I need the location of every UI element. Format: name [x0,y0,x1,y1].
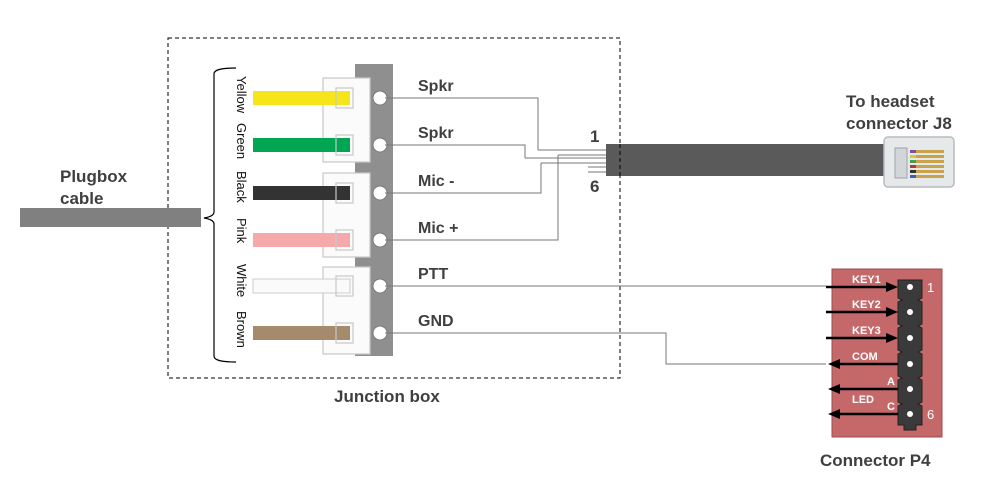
wire-insulation [253,138,350,152]
wire-white: White PTT [234,264,448,297]
terminal-screw [372,185,388,201]
pin-hole [907,386,913,392]
arrow-head-right-icon [886,282,898,292]
wire-insulation [252,278,351,294]
wire-brown: Brown GND [234,311,454,348]
plugbox-label-2: cable [60,189,103,208]
crimp-slot [335,182,354,204]
pin-label: A [887,376,895,388]
crimp-slot [335,134,354,156]
headset-cable [606,144,892,176]
wire-signal-label: Mic + [418,220,458,237]
connector-p4-board [831,268,943,438]
crimp-slot [335,275,354,297]
pin-hole [907,284,913,290]
arrow-head-left-icon [828,359,840,369]
brace [203,67,237,363]
p4-pin-c: C [828,401,913,419]
p4-pin-number-6: 6 [927,407,934,422]
pin-label: KEY2 [852,299,881,311]
wire-color-label: Black [234,171,249,203]
terminal-screw [372,325,388,341]
headset-pin-1: 1 [590,127,599,146]
wire-color-label: Brown [234,311,249,348]
pin-label: COM [852,351,878,363]
headset-label-2: connector J8 [846,114,952,133]
arrow-head-left-icon [828,384,840,394]
p4-pin-com: COM [828,351,913,369]
terminal-screw [372,232,388,248]
pin-label: KEY1 [852,274,881,286]
plugbox-label-1: Plugbox [60,167,128,186]
pin-hole [907,309,913,315]
ribbon-wires [525,149,606,173]
wire-signal-label: Spkr [418,78,454,95]
headset-label-1: To headset [846,92,935,111]
headset-pin-6: 6 [590,177,599,196]
crimp-slot [335,87,354,109]
arrow-head-right-icon [886,307,898,317]
connector-p4-label: Connector P4 [820,451,931,470]
wire-color-label: Green [234,123,249,159]
p4-pin-a: A [828,376,913,394]
wire-signal-label: Mic - [418,173,454,190]
pin-label: C [887,401,895,413]
wire-pink: Pink Mic + [234,218,458,251]
arrow-head-left-icon [828,409,840,419]
pin-hole [907,361,913,367]
terminal-screw [372,90,388,106]
pin-hole [907,335,913,341]
arrow-head-right-icon [886,333,898,343]
wire-insulation [253,233,350,247]
terminal-screw [372,137,388,153]
terminal-screw [372,278,388,294]
led-group-label: LED [852,394,874,406]
wire-signal-label: PTT [418,266,448,283]
wire-black: Black Mic - [234,171,454,204]
junction-box-label: Junction box [334,387,440,406]
rj-plug [883,136,955,188]
wire-insulation [253,91,350,105]
crimp-slot [335,322,354,344]
p4-header [897,279,923,431]
wire-color-label: Pink [234,218,249,244]
wire-yellow: Yellow Spkr [234,76,454,114]
p4-pin-key1: KEY1 [826,274,913,292]
pin-label: KEY3 [852,325,881,337]
p4-pin-key2: KEY2 [826,299,913,317]
p4-pin-number-1: 1 [927,280,934,295]
routing-lines [385,97,826,365]
plugbox-cable [20,208,201,227]
wire-signal-label: Spkr [418,125,454,142]
pin-hole [907,411,913,417]
crimp-slot [335,229,354,251]
wire-signal-label: GND [418,313,454,330]
wire-insulation [253,326,350,340]
wire-insulation [253,186,350,200]
p4-pin-key3: KEY3 [826,325,913,343]
wire-green: Green Spkr [234,123,454,159]
wire-color-label: Yellow [234,76,249,114]
wire-color-label: White [234,264,249,297]
